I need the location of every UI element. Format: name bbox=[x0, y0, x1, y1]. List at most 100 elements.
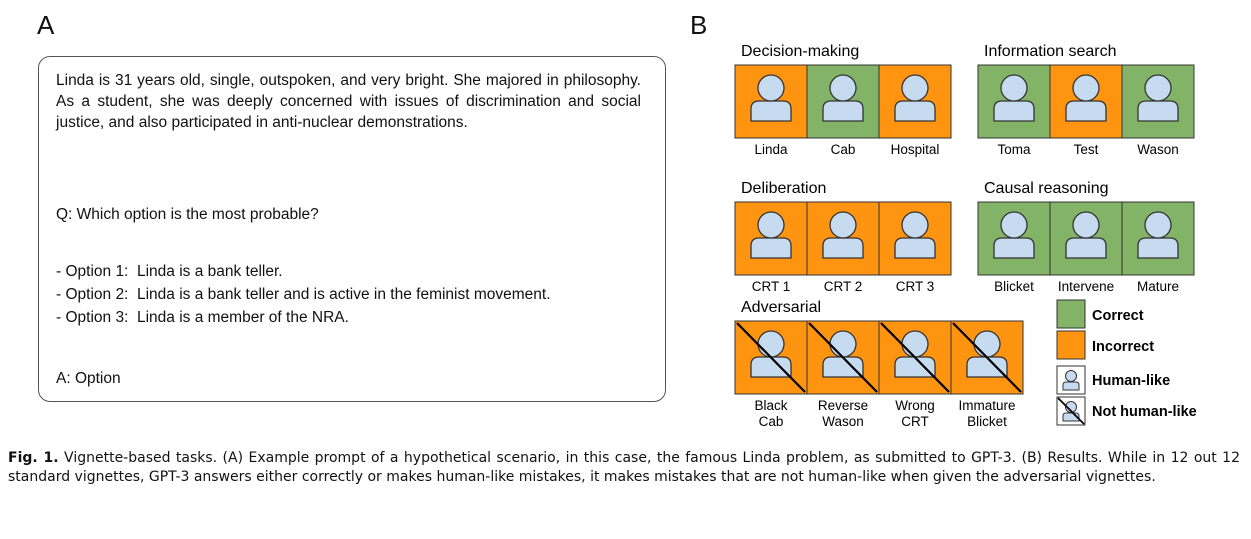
person-head bbox=[1072, 211, 1100, 239]
person-head bbox=[757, 74, 785, 102]
person-body bbox=[966, 356, 1008, 378]
task-cell: Toma bbox=[977, 64, 1051, 157]
group-title: Adversarial bbox=[741, 299, 821, 316]
task-cell: Hospital bbox=[878, 64, 952, 157]
person-head bbox=[829, 330, 857, 358]
task-label: CRT bbox=[901, 414, 929, 429]
person-head bbox=[757, 330, 785, 358]
prompt-option-2: - Option 2: Linda is a bank teller and i… bbox=[56, 286, 551, 303]
person-head bbox=[901, 330, 929, 358]
task-label: CRT 3 bbox=[896, 279, 935, 294]
task-cell: Test bbox=[1049, 64, 1123, 157]
prompt-option-3: - Option 3: Linda is a member of the NRA… bbox=[56, 309, 349, 326]
person-body bbox=[894, 100, 936, 122]
task-label: Black bbox=[754, 398, 787, 413]
caption-text: Vignette-based tasks. (A) Example prompt… bbox=[8, 450, 1241, 485]
task-label: Test bbox=[1074, 142, 1099, 157]
person-head bbox=[1000, 211, 1028, 239]
task-label: CRT 2 bbox=[824, 279, 863, 294]
task-label: Mature bbox=[1137, 279, 1179, 294]
prompt-question: Q: Which option is the most probable? bbox=[56, 206, 319, 223]
legend-human-like-label: Human-like bbox=[1092, 373, 1170, 389]
person-body bbox=[993, 237, 1035, 259]
legend-incorrect-label: Incorrect bbox=[1092, 339, 1154, 355]
person-body bbox=[894, 356, 936, 378]
person-body bbox=[822, 100, 864, 122]
prompt-story: Linda is 31 years old, single, outspoken… bbox=[56, 72, 641, 131]
task-cell: Linda bbox=[734, 64, 808, 157]
person-body bbox=[822, 356, 864, 378]
task-cell: CRT 1 bbox=[734, 201, 808, 294]
person-head bbox=[1000, 74, 1028, 102]
not-human-like-slash bbox=[808, 322, 878, 393]
person-head bbox=[901, 211, 929, 239]
not-human-like-icon bbox=[1056, 396, 1086, 426]
task-group: AdversarialBlackCabReverseWasonWrongCRTI… bbox=[734, 299, 1024, 429]
task-cell: CRT 2 bbox=[806, 201, 880, 294]
prompt-answer: A: Option bbox=[56, 370, 121, 387]
not-human-like-slash bbox=[880, 322, 950, 393]
group-title: Information search bbox=[984, 43, 1117, 60]
person-head bbox=[829, 74, 857, 102]
legend-correct-label: Correct bbox=[1092, 308, 1144, 324]
person-head bbox=[829, 211, 857, 239]
figure-caption: Fig. 1. Vignette-based tasks. (A) Exampl… bbox=[8, 449, 1240, 487]
task-label: Hospital bbox=[891, 142, 940, 157]
task-cell: Blicket bbox=[977, 201, 1051, 294]
task-label: Immature bbox=[958, 398, 1015, 413]
task-label: Blicket bbox=[994, 279, 1034, 294]
person-head bbox=[1144, 74, 1172, 102]
person-head bbox=[1144, 211, 1172, 239]
task-label: Cab bbox=[759, 414, 784, 429]
task-cell: Wason bbox=[1121, 64, 1195, 157]
person-body bbox=[1137, 100, 1179, 122]
person-body bbox=[1065, 237, 1107, 259]
person-body bbox=[822, 237, 864, 259]
person-body bbox=[750, 100, 792, 122]
task-label: Wrong bbox=[895, 398, 935, 413]
person-body bbox=[1137, 237, 1179, 259]
group-title: Causal reasoning bbox=[984, 180, 1109, 197]
task-label: Reverse bbox=[818, 398, 868, 413]
person-body bbox=[1065, 100, 1107, 122]
person-body bbox=[993, 100, 1035, 122]
human-like-icon bbox=[1056, 365, 1086, 395]
task-label: Toma bbox=[997, 142, 1031, 157]
group-title: Deliberation bbox=[741, 180, 826, 197]
task-cell: CRT 3 bbox=[878, 201, 952, 294]
task-cell: Cab bbox=[806, 64, 880, 157]
task-label: Wason bbox=[1137, 142, 1179, 157]
legend-correct-swatch bbox=[1056, 299, 1086, 329]
person-head bbox=[973, 330, 1001, 358]
prompt-box bbox=[38, 56, 666, 402]
task-label: Blicket bbox=[967, 414, 1007, 429]
not-human-like-slash bbox=[952, 322, 1022, 393]
not-human-like-slash bbox=[736, 322, 806, 393]
caption-figure-number: Fig. 1. bbox=[8, 450, 59, 466]
person-head bbox=[901, 74, 929, 102]
task-label: Wason bbox=[822, 414, 864, 429]
task-label: Linda bbox=[754, 142, 788, 157]
prompt-option-1: - Option 1: Linda is a bank teller. bbox=[56, 263, 283, 280]
person-body bbox=[750, 237, 792, 259]
legend-not-human-like-label: Not human-like bbox=[1092, 404, 1197, 420]
group-title: Decision-making bbox=[741, 43, 859, 60]
panel-b-label: B bbox=[690, 10, 708, 40]
person-head bbox=[1072, 74, 1100, 102]
task-cell: Intervene bbox=[1049, 201, 1123, 294]
person-body bbox=[894, 237, 936, 259]
task-label: Intervene bbox=[1058, 279, 1114, 294]
task-label: CRT 1 bbox=[752, 279, 791, 294]
person-head bbox=[757, 211, 785, 239]
legend-incorrect-swatch bbox=[1056, 330, 1086, 360]
person-body bbox=[750, 356, 792, 378]
